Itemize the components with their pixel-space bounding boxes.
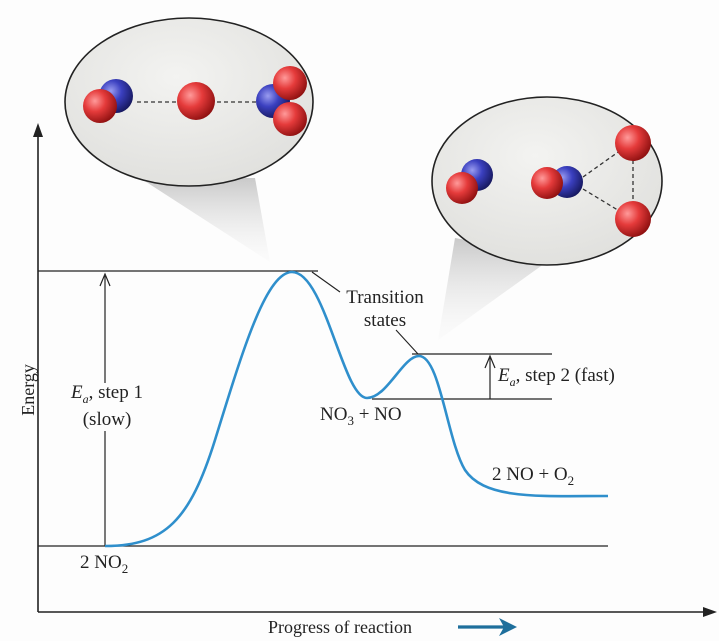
progress-arrow [458, 618, 517, 636]
y-axis-label: Energy [18, 364, 39, 416]
ea-step1-label: Ea, step 1 (slow) [52, 382, 162, 431]
reaction-energy-curve [104, 270, 609, 548]
transition-state-1-molecules [83, 66, 307, 136]
y-axis-arrowhead [33, 123, 43, 137]
ts-pointer-2 [395, 329, 419, 355]
transition-states-label: Transition states [346, 287, 424, 331]
transition-state-2-molecules [446, 125, 651, 237]
x-axis-label: Progress of reaction [268, 617, 412, 637]
intermediate-label: NO3 + NO [320, 404, 402, 428]
bubble-pointer-left [140, 178, 270, 262]
x-axis-arrowhead [703, 607, 717, 617]
reactant-label: 2 NO2 [80, 552, 129, 576]
ea-step2-label: Ea, step 2 (fast) [498, 365, 615, 389]
product-label: 2 NO + O2 [492, 464, 575, 488]
ts-pointer-1 [311, 271, 341, 293]
